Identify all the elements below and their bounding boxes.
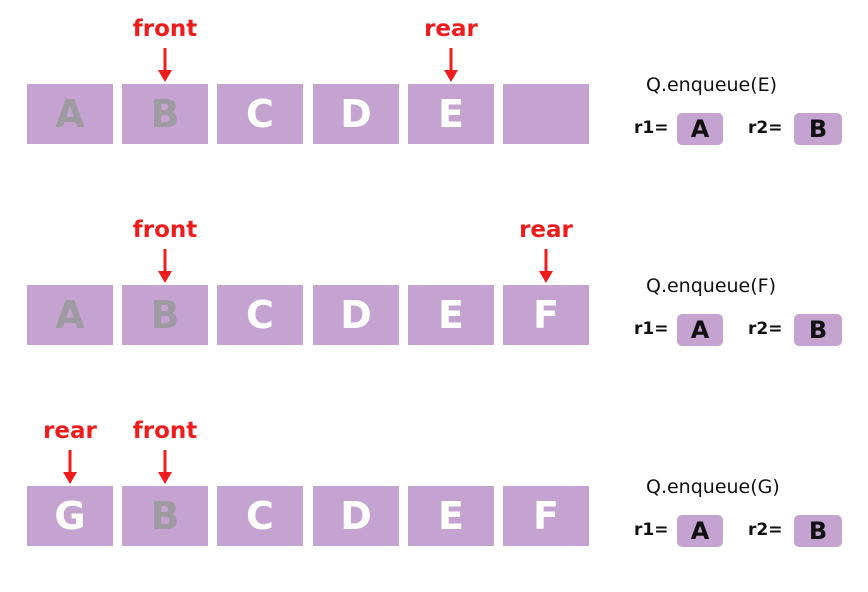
- down-arrow-icon: [158, 450, 172, 484]
- queue-cell: E: [408, 84, 494, 144]
- r1-label: r1=: [634, 520, 669, 540]
- queue-cell: F: [503, 486, 589, 546]
- front-pointer: front: [122, 14, 208, 82]
- queue-cell: [503, 84, 589, 144]
- front-label: front: [132, 217, 198, 243]
- r1-label: r1=: [634, 118, 669, 138]
- front-label: front: [132, 16, 198, 42]
- down-arrow-icon: [158, 249, 172, 283]
- r1-value: A: [677, 515, 723, 547]
- front-pointer: front: [122, 215, 208, 283]
- rear-label: rear: [424, 16, 478, 42]
- r2-label: r2=: [748, 118, 783, 138]
- queue-cell: C: [217, 486, 303, 546]
- queue-cell: A: [27, 285, 113, 345]
- rear-pointer: rear: [27, 416, 113, 484]
- queue-cell: C: [217, 84, 303, 144]
- down-arrow-icon: [444, 48, 458, 82]
- queue-cell: E: [408, 486, 494, 546]
- queue-state-1: front rear A B C D E Q.enqueue(E) r1= A …: [0, 0, 868, 190]
- rear-label: rear: [519, 217, 573, 243]
- down-arrow-icon: [539, 249, 553, 283]
- queue-cell: G: [27, 486, 113, 546]
- queue-state-2: front rear A B C D E F Q.enqueue(F) r1= …: [0, 201, 868, 391]
- front-label: front: [132, 418, 198, 444]
- down-arrow-icon: [158, 48, 172, 82]
- r1-value: A: [677, 314, 723, 346]
- operation-label: Q.enqueue(G): [646, 476, 780, 498]
- down-arrow-icon: [63, 450, 77, 484]
- r2-value: B: [794, 515, 842, 547]
- queue-cell: B: [122, 486, 208, 546]
- r2-value: B: [794, 314, 842, 346]
- rear-label: rear: [43, 418, 97, 444]
- rear-pointer: rear: [408, 14, 494, 82]
- r2-label: r2=: [748, 520, 783, 540]
- queue-cell: D: [313, 84, 399, 144]
- r2-label: r2=: [748, 319, 783, 339]
- queue-cell: F: [503, 285, 589, 345]
- front-pointer: front: [122, 416, 208, 484]
- operation-label: Q.enqueue(F): [646, 275, 777, 297]
- queue-cell: B: [122, 84, 208, 144]
- queue-state-3: rear front G B C D E F Q.enqueue(G) r1= …: [0, 402, 868, 592]
- operation-label: Q.enqueue(E): [646, 74, 778, 96]
- queue-cell: B: [122, 285, 208, 345]
- queue-cell: E: [408, 285, 494, 345]
- r1-value: A: [677, 113, 723, 145]
- queue-cell: C: [217, 285, 303, 345]
- r2-value: B: [794, 113, 842, 145]
- queue-cell: A: [27, 84, 113, 144]
- queue-cell: D: [313, 285, 399, 345]
- queue-cell: D: [313, 486, 399, 546]
- rear-pointer: rear: [503, 215, 589, 283]
- r1-label: r1=: [634, 319, 669, 339]
